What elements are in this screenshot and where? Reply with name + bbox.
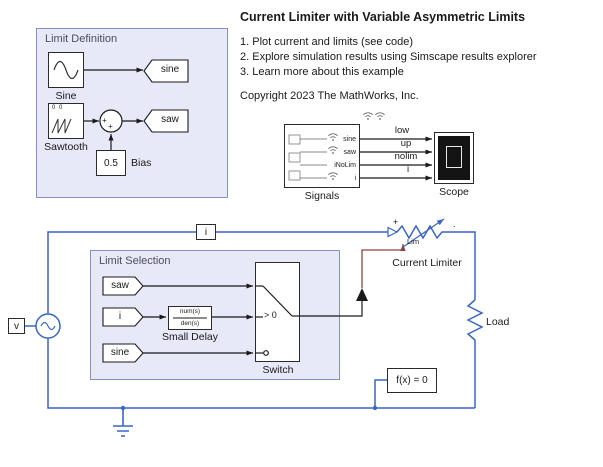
signals-port-saw: saw [343, 149, 356, 156]
switch-threshold-text: > 0 [264, 310, 277, 320]
limit-selection-title: Limit Selection [99, 255, 171, 267]
small-delay-transfer-fcn-block[interactable]: num(s) den(s) [168, 306, 212, 330]
ac-source-block[interactable] [35, 313, 61, 339]
copyright-text: Copyright 2023 The MathWorks, Inc. [240, 90, 419, 102]
scope-screen-icon [438, 136, 470, 180]
junction-dot [120, 405, 126, 411]
current-limiter-label: Current Limiter [392, 257, 462, 269]
transfer-fcn-denominator: den(s) [180, 320, 200, 327]
current-sensor-label: i [204, 226, 208, 238]
junction-dot [372, 405, 378, 411]
signals-block-label: Signals [304, 190, 340, 202]
ac-source-sine-icon [40, 321, 56, 331]
solver-label: f(x) = 0 [396, 375, 428, 386]
switch-block-label: Switch [262, 364, 294, 376]
annotation-line-1[interactable]: 1. Plot current and limits (see code) [240, 36, 414, 48]
scope-block[interactable] [434, 132, 474, 184]
goto-sine-text: sine [160, 64, 180, 75]
sawtooth-source-block[interactable]: 0 0 [48, 103, 84, 139]
wire-label-up: up [400, 138, 412, 149]
transfer-fcn-numerator: num(s) [179, 308, 201, 315]
bias-constant-block[interactable]: 0.5 [96, 150, 126, 176]
sawtooth-block-label: Sawtooth [44, 141, 88, 153]
voltage-sensor-block[interactable]: v [8, 318, 25, 334]
scope-block-label: Scope [439, 186, 469, 198]
limiter-plus-terminal: + [393, 217, 399, 227]
limiter-minus-terminal: . [453, 219, 456, 229]
bias-value: 0.5 [104, 157, 118, 169]
current-direction-arrow-icon [387, 226, 399, 238]
bias-block-label: Bias [131, 157, 152, 169]
ground-icon[interactable] [113, 408, 133, 437]
signals-port-i: i [354, 175, 356, 182]
voltage-sensor-label: v [14, 320, 19, 332]
goto-saw-text: saw [161, 114, 179, 125]
model-title: Current Limiter with Variable Asymmetric… [240, 10, 526, 24]
signals-port-sine: sine [343, 136, 356, 143]
signals-port-inolim: iNoLim [334, 162, 356, 169]
from-sine-text: sine [110, 347, 130, 358]
wire-label-i: i [406, 164, 410, 175]
wire-label-low: low [394, 125, 410, 136]
annotation-line-3[interactable]: 3. Learn more about this example [240, 66, 404, 78]
sine-source-block[interactable] [48, 52, 84, 88]
small-delay-label: Small Delay [161, 331, 219, 343]
sine-block-label: Sine [55, 90, 77, 102]
from-i-text: i [118, 311, 122, 322]
scope-screen-frame [446, 146, 462, 168]
limit-definition-title: Limit Definition [45, 33, 118, 45]
annotation-line-2[interactable]: 2. Explore simulation results using Sims… [240, 51, 537, 63]
sawtooth-icon-text: 0 0 [52, 105, 64, 111]
signals-subsystem-block[interactable]: sine saw iNoLim i [284, 124, 360, 188]
wireless-icon [374, 112, 386, 121]
limiter-port-label: Lim [407, 237, 420, 246]
simulink-ps-converter-icon[interactable] [356, 288, 368, 301]
sum-plus-bottom: + [108, 122, 113, 131]
solver-configuration-block[interactable]: f(x) = 0 [387, 368, 437, 393]
wireless-icon [362, 112, 374, 121]
current-sensor-block[interactable]: i [196, 224, 216, 240]
wire-label-nolim: nolim [394, 151, 418, 162]
load-label: Load [486, 316, 510, 328]
from-saw-text: saw [111, 280, 129, 291]
sum-plus-left: + [102, 116, 107, 125]
